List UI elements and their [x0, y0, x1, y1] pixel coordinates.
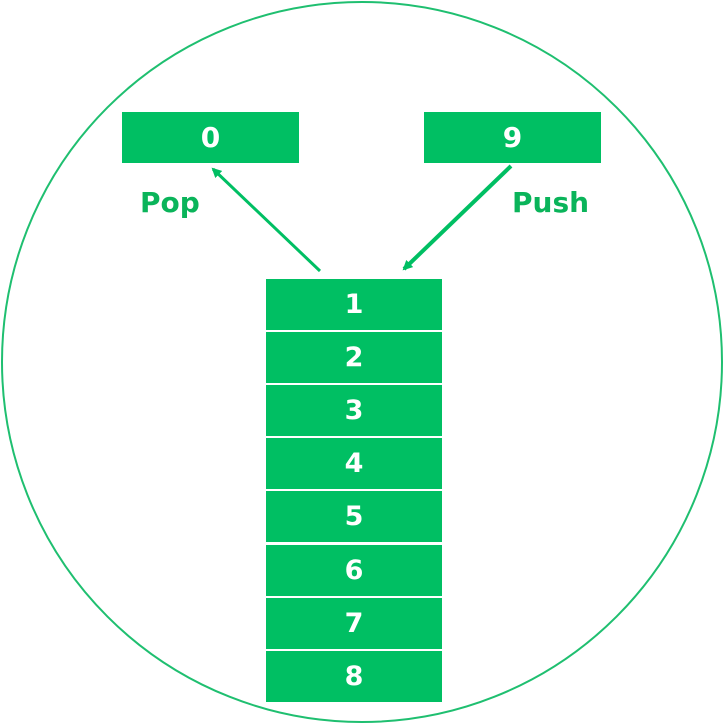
stack-item: 8	[266, 651, 442, 702]
stack-item-value: 2	[344, 342, 364, 373]
stack-item: 3	[266, 385, 442, 436]
stack-item-value: 1	[344, 289, 364, 320]
stack-item: 2	[266, 332, 442, 383]
popped-element-value: 0	[200, 121, 221, 154]
stack-item: 7	[266, 598, 442, 649]
push-arrow	[402, 164, 513, 271]
stack-item-value: 5	[344, 501, 364, 532]
stack-item: 6	[266, 545, 442, 596]
stack-item: 4	[266, 438, 442, 489]
pop-label: Pop	[140, 186, 200, 219]
stack-item-value: 4	[344, 448, 364, 479]
stack-item-value: 3	[344, 395, 364, 426]
push-label: Push	[512, 186, 590, 219]
popped-element-box: 0	[122, 112, 299, 163]
pop-arrow	[211, 167, 322, 273]
stack-item-value: 8	[344, 661, 364, 692]
stack-item: 1	[266, 279, 442, 330]
pushed-element-box: 9	[424, 112, 601, 163]
pushed-element-value: 9	[502, 121, 523, 154]
stack-item-value: 7	[344, 608, 364, 639]
stack-item: 5	[266, 491, 442, 542]
stack-item-value: 6	[344, 555, 364, 586]
